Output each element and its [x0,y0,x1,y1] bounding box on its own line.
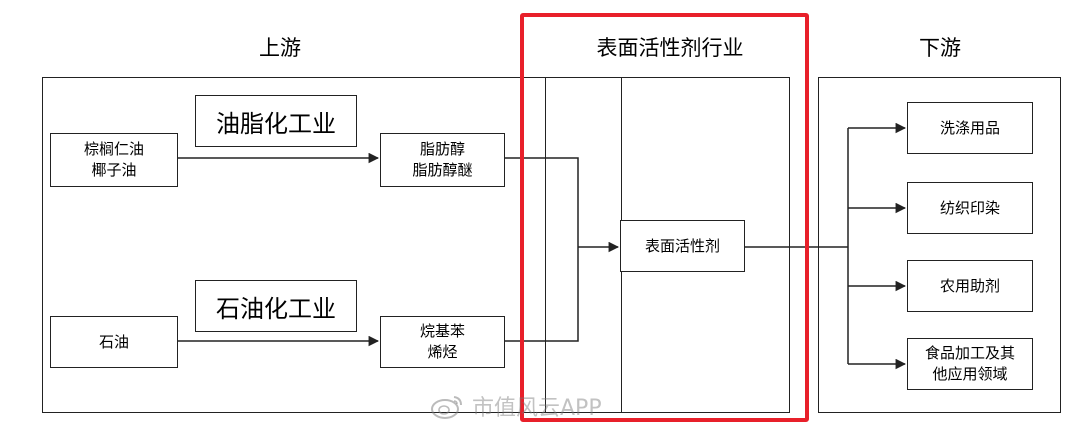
app-agro-adjuvant: 农用助剂 [907,260,1033,312]
node-alkylbenzene-line1: 烷基苯 [419,322,465,340]
process-petrochemical: 石油化工业 [195,280,357,332]
watermark: 市值风云APP [430,390,602,422]
node-alkylbenzene: 烷基苯 烯烃 [380,316,505,368]
node-alkylbenzene-line2: 烯烃 [427,343,458,361]
node-surfactant: 表面活性剂 [620,220,745,272]
app-textile-dyeing-label: 纺织印染 [939,198,1000,217]
app-food-processing: 食品加工及其 他应用领域 [907,338,1033,390]
node-fatty-alcohol: 脂肪醇 脂肪醇醚 [380,133,505,187]
node-petroleum-label: 石油 [98,332,129,351]
industry-frame [545,77,790,413]
upstream-label: 上游 [259,36,301,60]
node-petroleum: 石油 [50,316,178,368]
process-petrochemical-label: 石油化工业 [216,294,336,323]
node-fatty-alcohol-line1: 脂肪醇 [419,140,465,158]
line-alkylbenzene-to-merge [505,247,579,342]
app-agro-adjuvant-label: 农用助剂 [939,276,1000,295]
node-palm-kernel-oil-line2: 椰子油 [91,161,137,179]
app-detergent-label: 洗涤用品 [939,118,1000,137]
downstream-label: 下游 [919,36,961,60]
app-detergent: 洗涤用品 [907,102,1033,154]
process-oleochemical: 油脂化工业 [195,95,357,147]
node-palm-kernel-oil: 棕榈仁油 椰子油 [50,133,178,187]
app-food-processing-line2: 他应用领域 [932,365,1008,383]
process-oleochemical-label: 油脂化工业 [216,109,336,138]
node-palm-kernel-oil-line1: 棕榈仁油 [83,140,144,158]
app-food-processing-line1: 食品加工及其 [924,344,1015,362]
line-fatty-alcohol-to-merge [505,157,579,247]
node-surfactant-label: 表面活性剂 [644,236,720,255]
weibo-logo-icon [431,396,462,419]
node-fatty-alcohol-line2: 脂肪醇醚 [412,161,473,179]
industry-label: 表面活性剂行业 [596,36,744,60]
industry-highlight-box [520,13,809,422]
app-textile-dyeing: 纺织印染 [907,182,1033,234]
downstream-frame [818,77,1061,413]
watermark-text: 市值风云APP [472,396,602,421]
